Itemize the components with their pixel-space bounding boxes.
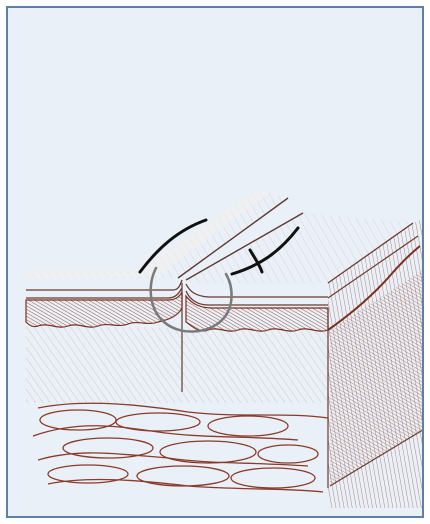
- fat-lobules: [33, 403, 328, 492]
- image-frame: [6, 6, 424, 518]
- skin-cross-section-illustration: [8, 8, 424, 518]
- subcutaneous-layer: [26, 326, 328, 403]
